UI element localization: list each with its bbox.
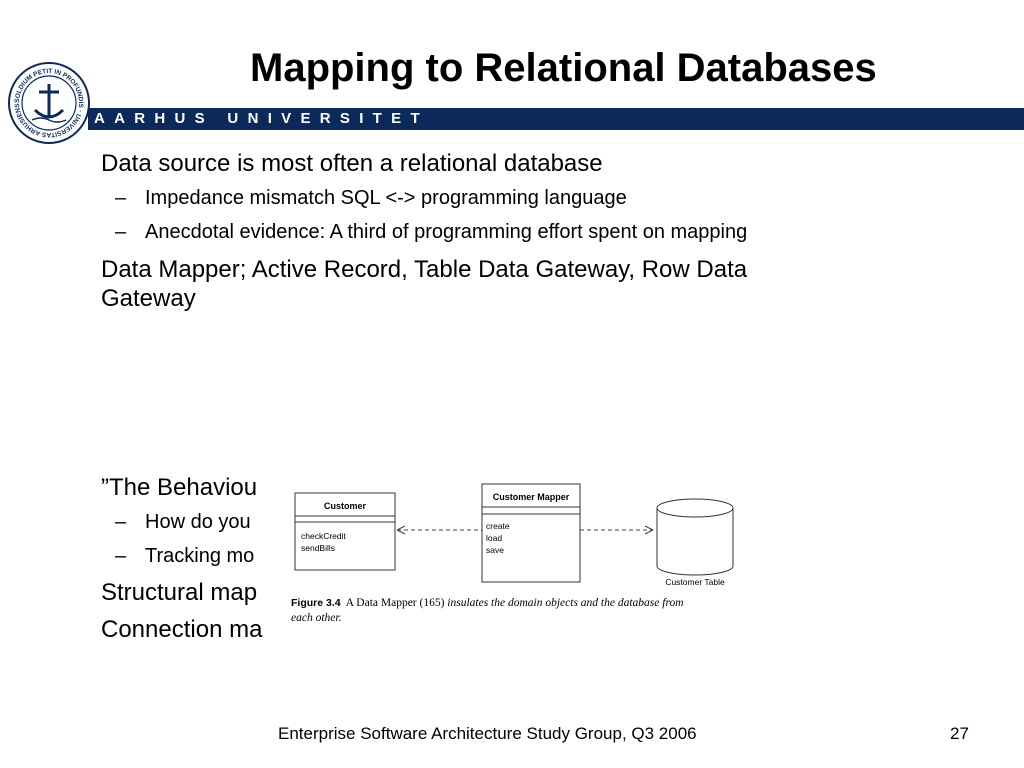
- dash-marker: –: [115, 221, 127, 243]
- database-cylinder-icon: [656, 498, 734, 576]
- mapper-method: load: [486, 533, 502, 543]
- sub-bullet-anecdotal: –Anecdotal evidence: A third of programm…: [115, 221, 748, 243]
- data-mapper-diagram: Customer checkCredit sendBills Customer …: [294, 483, 734, 587]
- bullet-data-source: Data source is most often a relational d…: [101, 150, 603, 177]
- page-number: 27: [950, 724, 969, 743]
- university-name: AARHUS UNIVERSITET: [94, 110, 429, 127]
- sub-bullet-how-do-you: –How do you: [115, 511, 251, 533]
- mapper-method: create: [486, 521, 510, 531]
- mapper-class-box: [481, 483, 581, 583]
- customer-method: sendBills: [301, 543, 335, 553]
- slide-title: Mapping to Relational Databases: [250, 46, 877, 90]
- sub-bullet-impedance: –Impedance mismatch SQL <-> programming …: [115, 187, 627, 209]
- mapper-class-title: Customer Mapper: [493, 492, 570, 502]
- mapper-method: save: [486, 545, 504, 555]
- bullet-patterns-line2: Gateway: [101, 285, 196, 312]
- database-label: Customer Table: [665, 577, 725, 587]
- customer-method: checkCredit: [301, 531, 347, 541]
- sub-bullet-tracking: –Tracking mo: [115, 545, 255, 567]
- dash-marker: –: [115, 511, 127, 533]
- figure-caption: Figure 3.4 A Data Mapper (165) insulates…: [291, 597, 684, 624]
- dash-marker: –: [115, 545, 127, 567]
- university-bar: [88, 108, 1024, 130]
- bullet-patterns-line1: Data Mapper; Active Record, Table Data G…: [101, 256, 748, 283]
- bullet-connection: Connection ma: [101, 616, 263, 643]
- bullet-behaviour: ”The Behaviou: [101, 474, 258, 501]
- bullet-structural: Structural map: [101, 579, 258, 606]
- dash-marker: –: [115, 187, 127, 209]
- customer-class-title: Customer: [324, 501, 367, 511]
- customer-class-box: [294, 492, 396, 571]
- footer-text: Enterprise Software Architecture Study G…: [278, 724, 697, 743]
- university-seal-logo: SOLDIUM PETIT IN PROFUNDIS · UNIVERSITAS…: [6, 60, 90, 144]
- data-mapper-figure: Customer checkCredit sendBills Customer …: [285, 478, 767, 630]
